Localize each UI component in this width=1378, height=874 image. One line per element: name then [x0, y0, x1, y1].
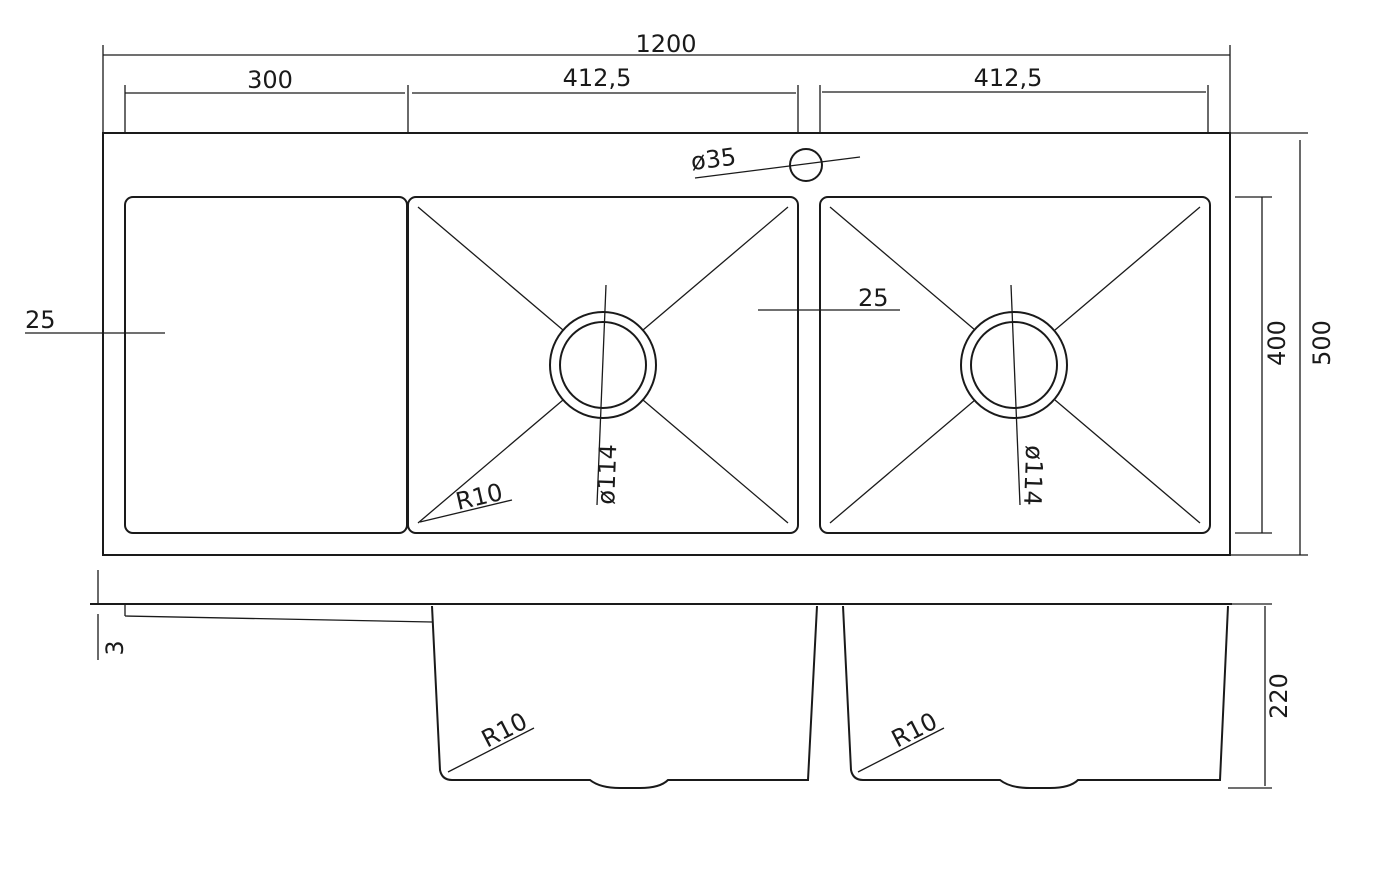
tap-hole-label: ø35 [689, 143, 737, 176]
overall-width-label: 1200 [635, 30, 696, 58]
side-bowl-left [431, 605, 818, 789]
side-bowl-right [842, 605, 1229, 789]
bowl-height-label: 220 [1265, 673, 1293, 719]
drainboard [124, 196, 408, 534]
bowl-right [819, 196, 1211, 534]
side-view [90, 570, 1272, 789]
bowl-left [407, 196, 799, 534]
bowl1-width-label: 412,5 [563, 64, 632, 92]
bowl-gap-label: 25 [858, 284, 889, 312]
drain-right [960, 284, 1068, 506]
thickness-label: 3 [101, 640, 129, 655]
top-view: ø35 ø114 ø114 R10 25 25 [25, 132, 1231, 556]
drain-left [549, 284, 657, 506]
side-radius-left-label: R10 [477, 707, 532, 753]
top-dimension-lines [102, 45, 1231, 133]
right-dimension-lines [1230, 132, 1308, 556]
side-radius-right-label: R10 [887, 707, 942, 753]
corner-radius-label: R10 [453, 478, 505, 516]
drain2-label: ø114 [1018, 445, 1048, 506]
bowl2-width-label: 412,5 [974, 64, 1043, 92]
tap-hole [694, 148, 861, 182]
overall-depth-label: 500 [1308, 320, 1336, 366]
drain1-label: ø114 [592, 444, 622, 505]
sink-outline [102, 132, 1231, 556]
bowl-depth-label: 400 [1263, 320, 1291, 366]
drainboard-width-label: 300 [247, 66, 293, 94]
bowl-left-slope-lines [417, 206, 1201, 524]
edge-left-label: 25 [25, 306, 56, 334]
